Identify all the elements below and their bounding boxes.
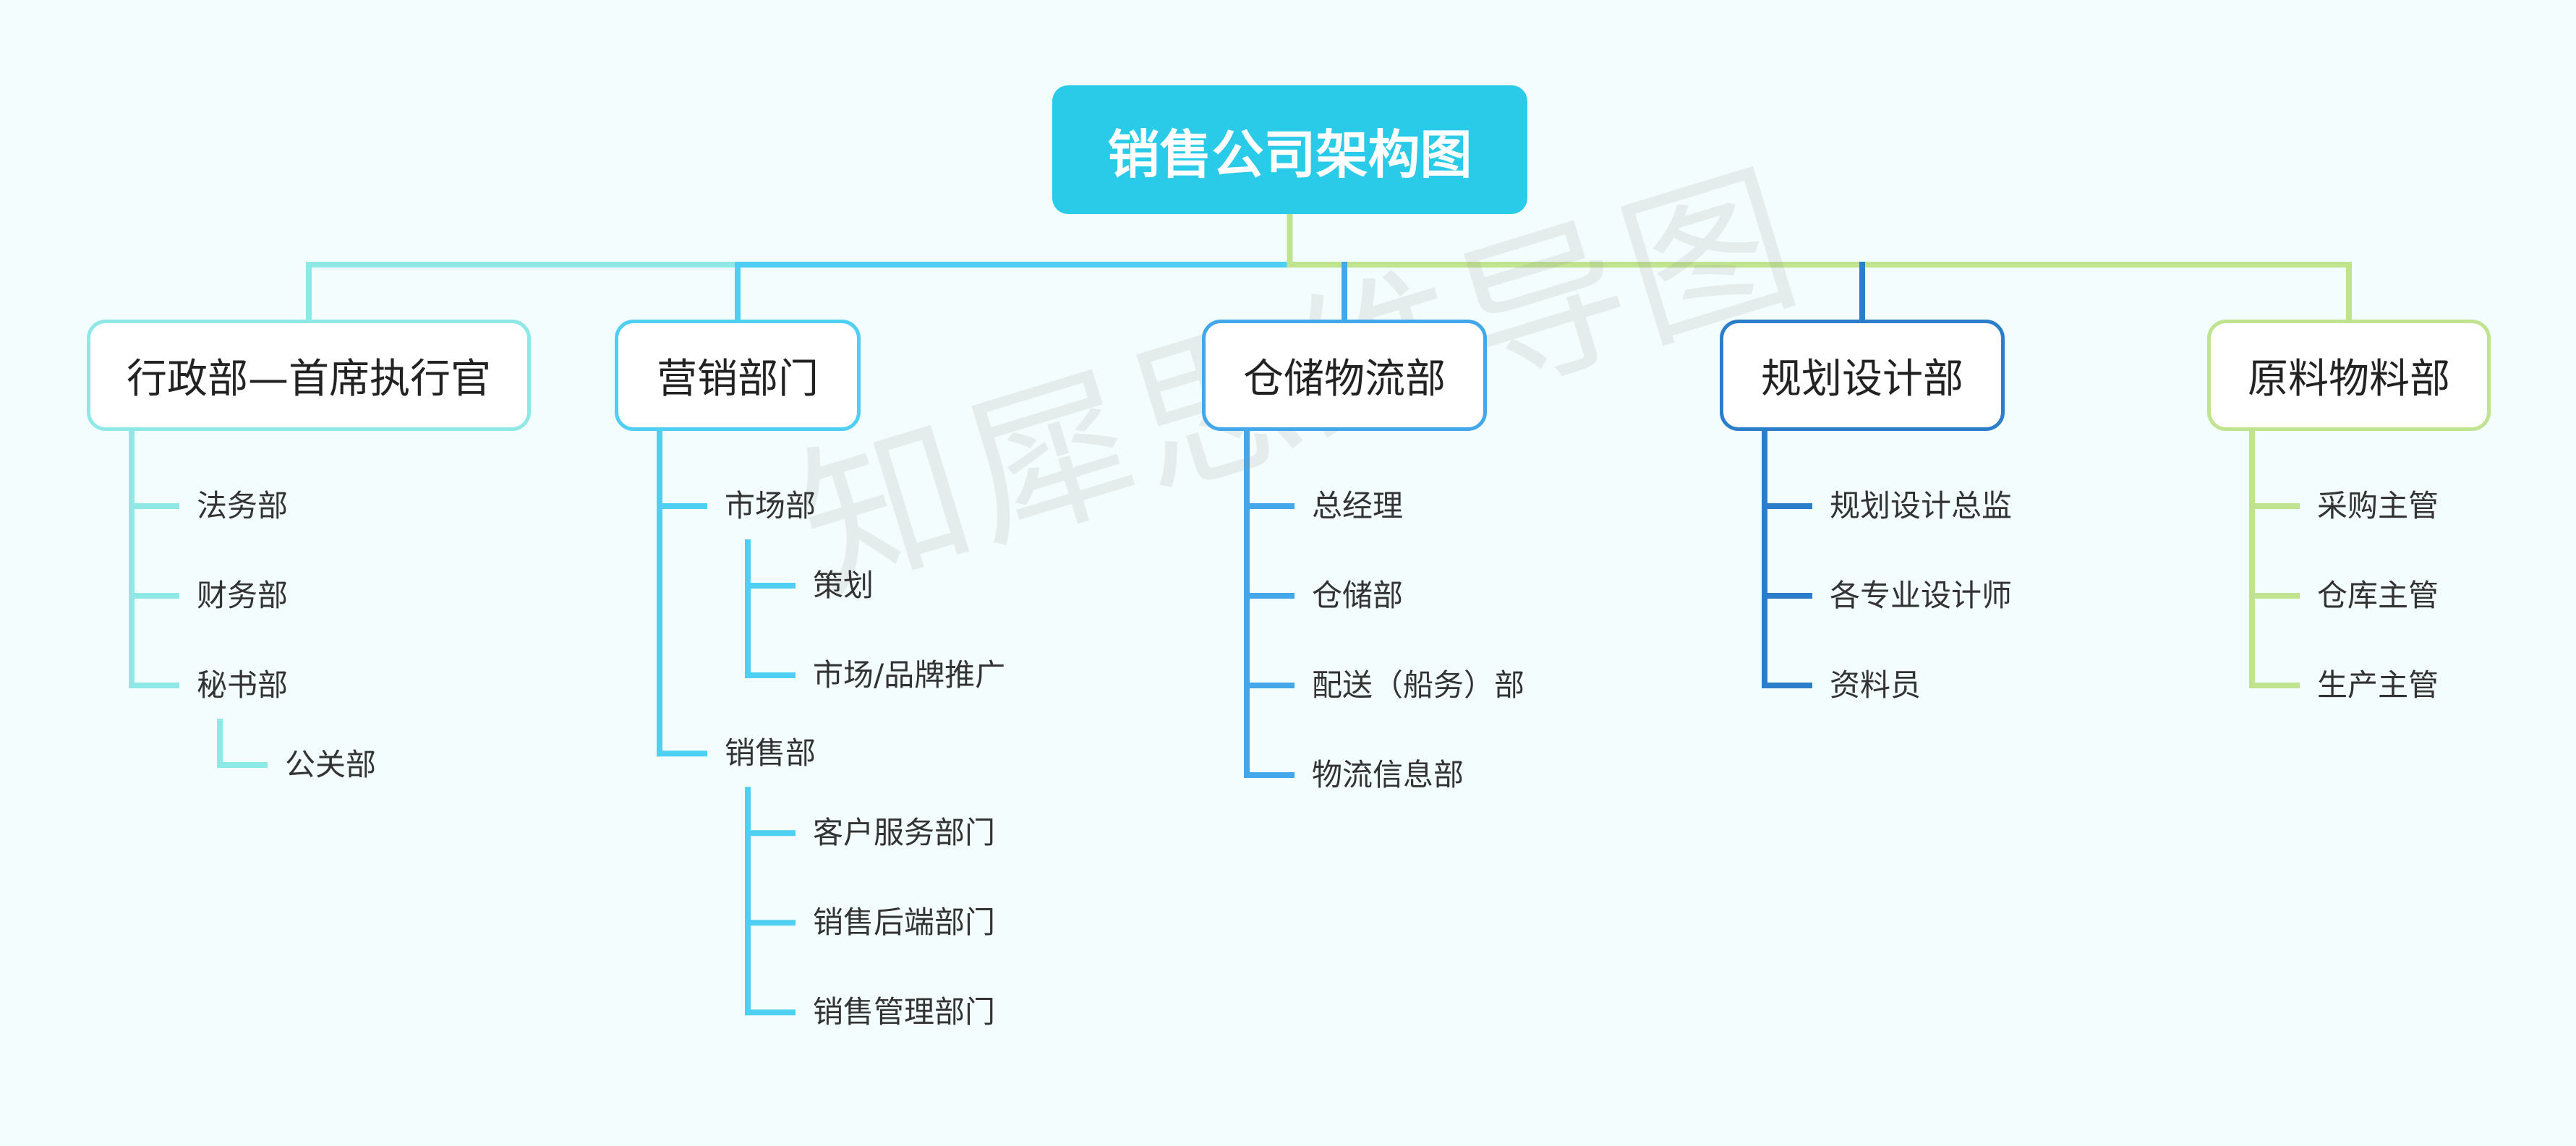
dept-2-item-2-child-1[interactable]: 客户服务部门: [813, 815, 996, 851]
dept-2-item-2-child-2[interactable]: 销售后端部门: [813, 905, 996, 941]
dept-3-item-3[interactable]: 配送（船务）部: [1312, 667, 1525, 703]
dept-3-item-1[interactable]: 总经理: [1312, 488, 1404, 523]
department-5[interactable]: 原料物料部: [2207, 320, 2491, 431]
dept-2-item-1-child-1[interactable]: 策划: [813, 568, 874, 603]
department-2[interactable]: 营销部门: [615, 320, 861, 431]
department-4[interactable]: 规划设计部: [1720, 320, 2005, 431]
dept-4-item-3[interactable]: 资料员: [1830, 667, 1922, 703]
dept-2-item-1[interactable]: 市场部: [725, 488, 816, 523]
dept-1-item-2[interactable]: 财务部: [197, 578, 289, 613]
dept-1-item-3-child-1[interactable]: 公关部: [285, 747, 377, 782]
dept-1-item-1[interactable]: 法务部: [197, 488, 289, 523]
dept-2-item-2[interactable]: 销售部: [725, 735, 816, 771]
dept-5-item-2[interactable]: 仓库主管: [2317, 578, 2439, 613]
dept-5-item-3[interactable]: 生产主管: [2317, 667, 2439, 703]
dept-4-item-1[interactable]: 规划设计总监: [1830, 488, 2013, 523]
root-topic[interactable]: 销售公司架构图: [1052, 85, 1527, 214]
dept-3-item-4[interactable]: 物流信息部: [1312, 757, 1464, 792]
dept-2-item-1-child-2[interactable]: 市场/品牌推广: [813, 657, 1006, 693]
dept-3-item-2[interactable]: 仓储部: [1312, 578, 1404, 613]
department-1[interactable]: 行政部—首席执行官: [87, 320, 531, 431]
department-3[interactable]: 仓储物流部: [1202, 320, 1487, 431]
dept-5-item-1[interactable]: 采购主管: [2317, 488, 2439, 523]
dept-2-item-2-child-3[interactable]: 销售管理部门: [813, 994, 996, 1030]
dept-1-item-3[interactable]: 秘书部: [197, 667, 289, 703]
dept-4-item-2[interactable]: 各专业设计师: [1830, 578, 2013, 613]
